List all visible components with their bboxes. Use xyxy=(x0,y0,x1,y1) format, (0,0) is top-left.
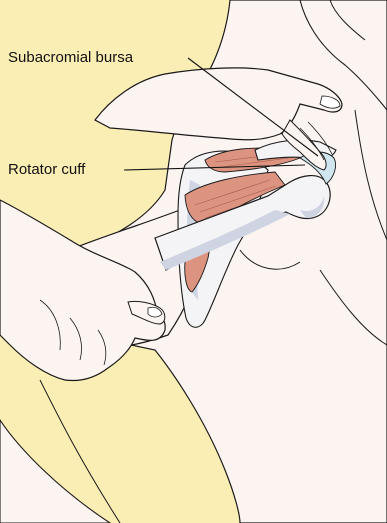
label-subacromial-bursa: Subacromial bursa xyxy=(8,50,133,65)
label-rotator-cuff: Rotator cuff xyxy=(8,162,85,177)
